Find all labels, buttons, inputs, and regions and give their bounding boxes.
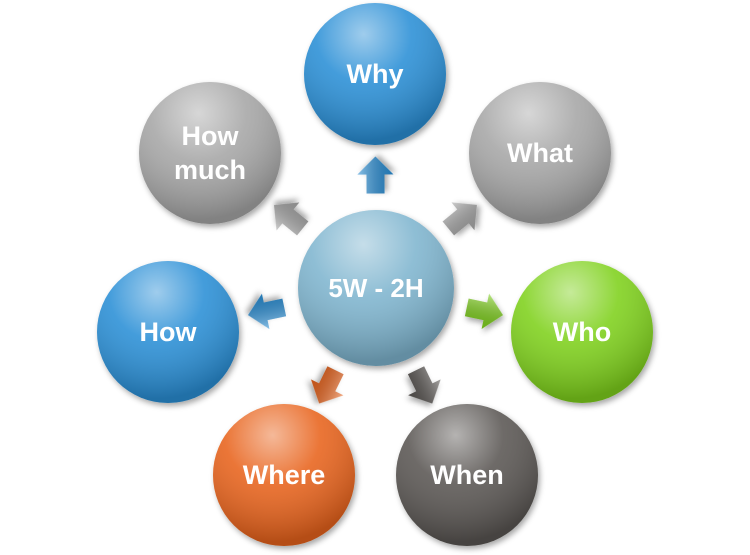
arrow-to-who [464,293,503,329]
arrow-to-how-much [273,202,309,236]
node-when: When [396,404,538,546]
node-label-why: Why [347,59,404,89]
node-label-how-much: much [174,155,246,185]
center-label: 5W - 2H [328,273,423,303]
arrow-to-what [442,202,477,236]
node-what: What [469,82,611,224]
node-label-what: What [507,138,573,168]
node-label-who: Who [553,317,611,347]
node-label-where: Where [243,460,326,490]
node-why: Why [304,3,446,145]
node-how: How [97,261,239,403]
node-label-when: When [430,460,504,490]
arrows [248,156,503,404]
arrow-to-how [248,293,287,329]
node-how-much: How much [139,82,281,224]
node-label-how: How [140,317,198,347]
arrow-to-where [310,366,344,404]
center-node: 5W - 2H [298,210,454,366]
node-where: Where [213,404,355,546]
node-who: Who [511,261,653,403]
node-label-how-much: How [182,121,240,151]
arrow-to-when [407,366,441,404]
arrow-to-why [357,156,394,194]
